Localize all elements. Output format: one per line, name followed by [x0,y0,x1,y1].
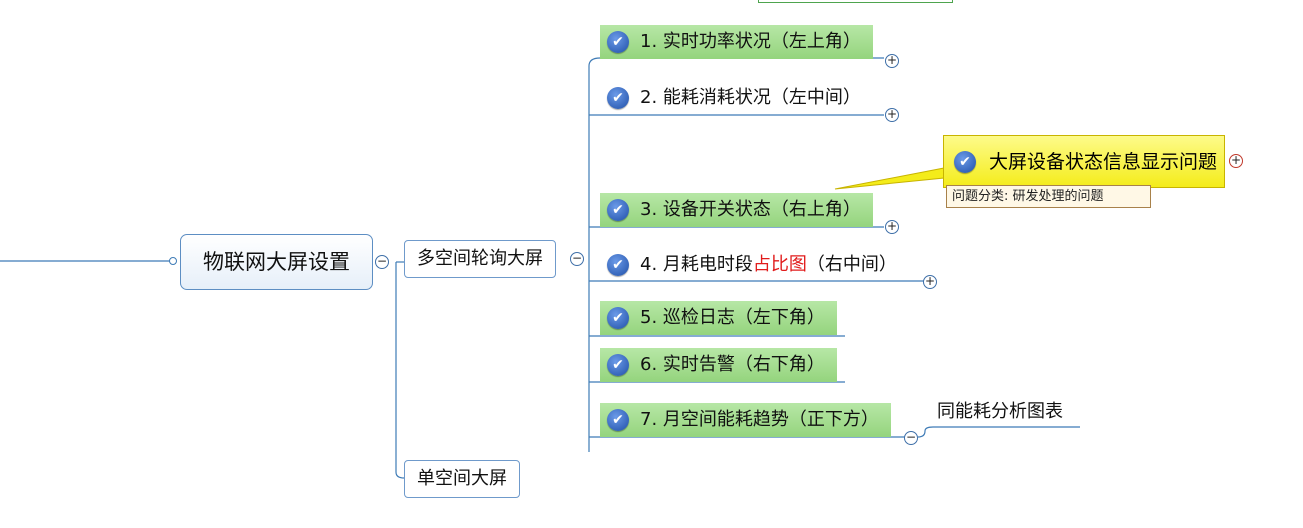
leaf-7-monthly-space-trend[interactable]: ✔ 7. 月空间能耗趋势（正下方） [600,403,891,437]
issue-category-tag: 问题分类: 研发处理的问题 [946,185,1151,208]
check-icon: ✔ [607,31,629,53]
leaf-5-inspection-log[interactable]: ✔ 5. 巡检日志（左下角） [600,301,837,335]
leaf-2-expand-icon[interactable]: + [885,107,899,122]
clipped-top-node [758,0,953,3]
leaf-label: 1. 实时功率状况（左上角） [640,31,861,52]
check-icon: ✔ [607,254,629,276]
leaf-label: 7. 月空间能耗趋势（正下方） [640,409,879,430]
branch-multi-space-screen[interactable]: 多空间轮询大屏 [404,240,556,278]
leaf-4-monthly-period-ratio[interactable]: ✔ 4. 月耗电时段占比图（右中间） [600,248,909,282]
branch-multi-collapse-icon[interactable]: − [570,251,584,266]
leaf-1-expand-icon[interactable]: + [885,53,899,68]
callout-label: 大屏设备状态信息显示问题 [989,151,1218,173]
check-icon: ✔ [607,307,629,329]
leaf-3-device-switch-status[interactable]: ✔ 3. 设备开关状态（右上角） [600,193,873,227]
leaf-label: 2. 能耗消耗状况（左中间） [640,87,861,108]
check-icon: ✔ [607,354,629,376]
check-icon: ✔ [607,87,629,109]
leaf-label: 3. 设备开关状态（右上角） [640,199,861,220]
leaf-2-energy-consumption[interactable]: ✔ 2. 能耗消耗状况（左中间） [600,81,873,115]
check-icon: ✔ [954,151,976,173]
root-collapse-icon[interactable]: − [375,254,389,269]
check-icon: ✔ [607,199,629,221]
root-node[interactable]: 物联网大屏设置 [180,234,373,290]
check-icon: ✔ [607,409,629,431]
leaf-1-realtime-power[interactable]: ✔ 1. 实时功率状况（左上角） [600,25,873,59]
leaf-7-child-node[interactable]: 同能耗分析图表 [937,401,1063,422]
leaf-label: 6. 实时告警（右下角） [640,354,825,375]
leaf-label: 5. 巡检日志（左下角） [640,307,825,328]
leaf-4-expand-icon[interactable]: + [923,274,937,289]
leaf-label-pre: 4. 月耗电时段 [640,254,753,275]
branch-single-space-screen[interactable]: 单空间大屏 [404,460,520,498]
leaf-6-realtime-alarm[interactable]: ✔ 6. 实时告警（右下角） [600,348,837,382]
leaf-7-collapse-icon[interactable]: − [904,430,918,445]
callout-expand-icon[interactable]: + [1229,153,1243,168]
leaf-label-post: （右中间） [806,254,897,275]
issue-callout[interactable]: ✔ 大屏设备状态信息显示问题 [943,135,1225,188]
leaf-3-expand-icon[interactable]: + [885,219,899,234]
leaf-label-highlight: 占比图 [752,254,807,275]
